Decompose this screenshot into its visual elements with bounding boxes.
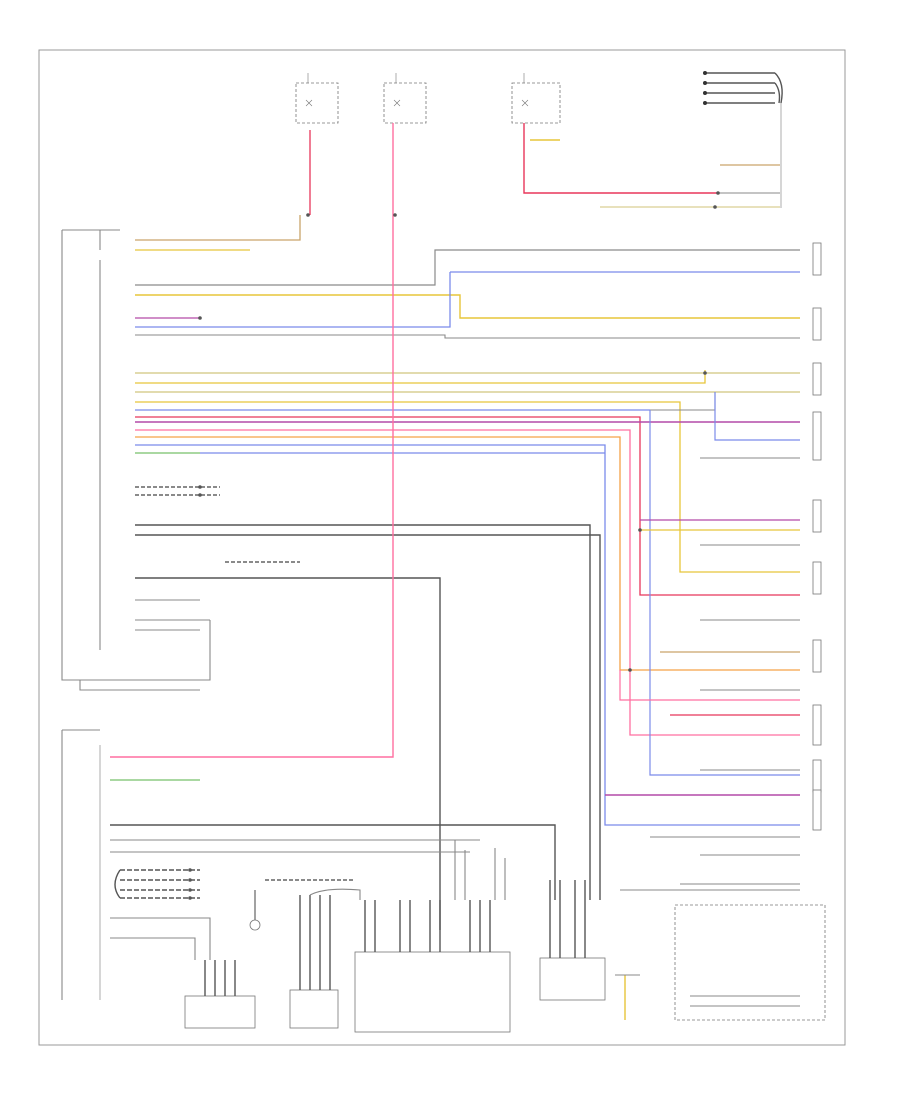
fuse-box-right	[511, 82, 561, 124]
module-bottom-right	[674, 904, 826, 1021]
fuse-leads	[307, 73, 525, 83]
radio-lower-wires	[79, 486, 601, 930]
pink-main-vertical	[110, 123, 394, 758]
dark-lower-bus	[110, 824, 556, 900]
fuse-symbol-1	[305, 99, 313, 107]
control-unit-left-lower	[61, 729, 101, 1000]
module-bottom-4	[539, 957, 606, 1001]
connector-dots	[188, 191, 720, 900]
radio-module-outline	[61, 230, 211, 681]
red-feed-top	[523, 123, 718, 194]
fuse-symbol-2	[393, 99, 401, 107]
module-bottom-1	[184, 995, 256, 1029]
right-branch-wires	[605, 392, 800, 891]
module-bottom-3	[354, 951, 511, 1033]
fuse-box-left	[295, 82, 339, 124]
lower-left-harness	[110, 869, 211, 960]
module-bottom-2	[289, 989, 339, 1029]
bottom-modules	[184, 840, 606, 1033]
fuse-symbol-3	[521, 99, 529, 107]
speaker-connectors-right	[812, 242, 822, 831]
top-right-connector	[703, 71, 783, 208]
diagram-frame	[38, 49, 846, 1046]
radio-module-left	[61, 229, 211, 681]
fuse-box-mid	[383, 82, 427, 124]
fuse-block-top	[295, 73, 561, 124]
